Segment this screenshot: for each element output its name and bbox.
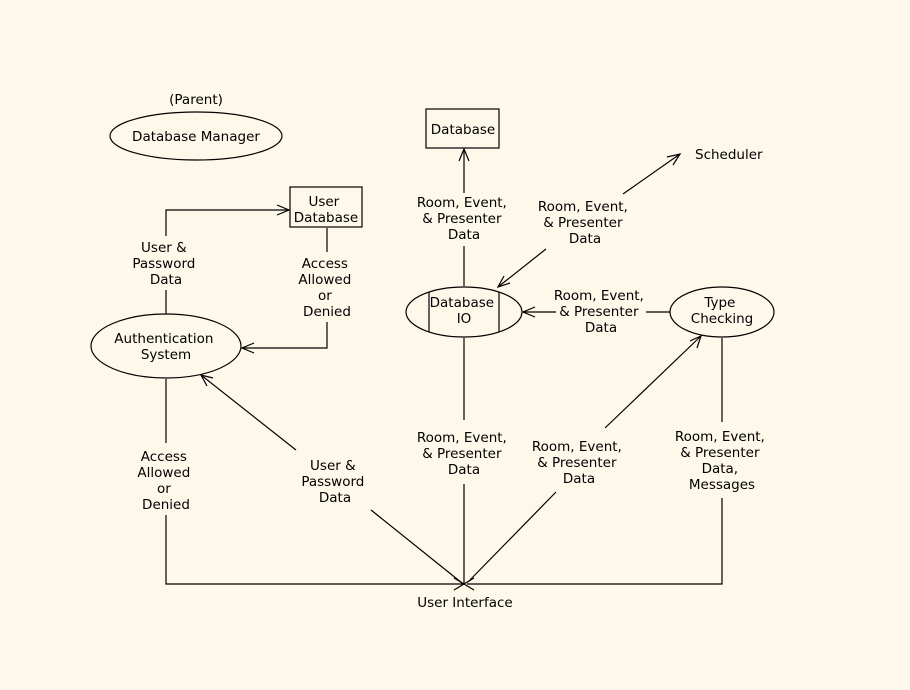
database-node: Database (425, 108, 500, 149)
edge-ui-to-auth (199, 374, 463, 584)
database-label: Database (431, 122, 495, 138)
database-manager-label: Database Manager (132, 129, 260, 145)
flow-label-scheduler-to-dbio: Room, Event, & Presenter Data (538, 199, 632, 247)
parent-label: (Parent) (169, 92, 223, 108)
edge-scheduler-dbio (496, 153, 682, 289)
edge-type-to-ui (467, 338, 723, 585)
database-manager-node: Database Manager (109, 111, 283, 161)
type-checking-node: Type Checking (669, 286, 775, 338)
edge-dbio-to-database (458, 147, 470, 286)
edge-userdb-to-auth (240, 228, 328, 354)
database-io-node: Database IO (405, 286, 523, 338)
edge-dbio-to-ui (453, 338, 475, 591)
authentication-system-label: Authentication System (114, 331, 217, 363)
edge-type-to-dbio (521, 306, 670, 318)
user-database-node: User Database (289, 186, 363, 228)
flow-label-dbio-to-ui: Room, Event, & Presenter Data (417, 430, 511, 478)
flow-label-dbio-to-database: Room, Event, & Presenter Data (417, 195, 511, 243)
flow-label-auth-to-ui: Access Allowed or Denied (137, 449, 194, 513)
type-checking-label: Type Checking (691, 295, 753, 327)
edge-auth-to-userdb (165, 204, 291, 314)
flow-label-type-to-ui: Room, Event, & Presenter Data, Messages (675, 429, 769, 493)
database-io-label: Database IO (430, 295, 499, 327)
edge-auth-to-ui (165, 379, 463, 585)
flow-label-ui-to-type: Room, Event, & Presenter Data (532, 439, 626, 487)
flow-label-ui-to-auth: User & Password Data (301, 458, 368, 506)
user-database-label: User Database (294, 194, 358, 226)
flow-label-auth-to-userdb: User & Password Data (132, 240, 199, 288)
flow-label-type-to-dbio: Room, Event, & Presenter Data (554, 288, 648, 336)
authentication-system-node: Authentication System (90, 313, 242, 379)
user-interface-label: User Interface (417, 595, 513, 611)
edge-ui-to-type (467, 334, 703, 583)
scheduler-label: Scheduler (695, 147, 763, 163)
flow-label-userdb-to-auth: Access Allowed or Denied (298, 256, 355, 320)
